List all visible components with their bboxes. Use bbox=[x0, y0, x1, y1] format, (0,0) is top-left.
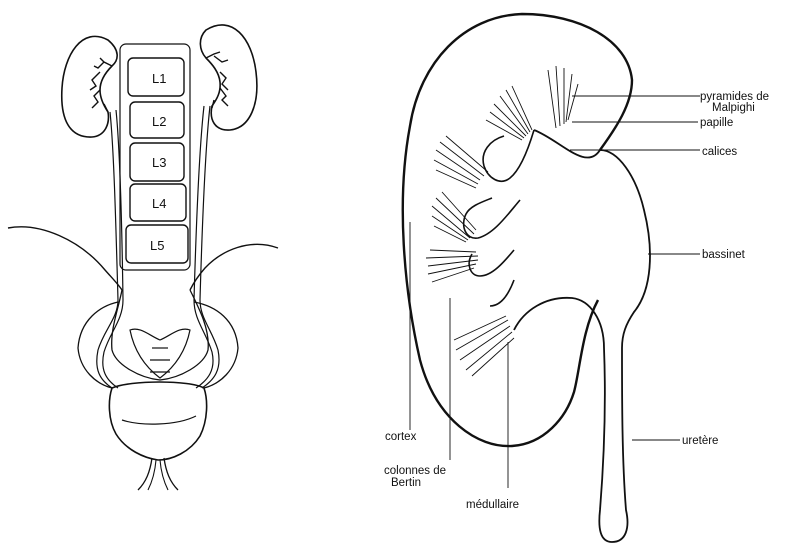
vertebra-label-l5: L5 bbox=[150, 238, 164, 253]
pyramid-1 bbox=[486, 86, 532, 140]
pyramid-3 bbox=[434, 136, 488, 188]
pyramid-4 bbox=[432, 192, 476, 242]
urinary-system-figure: L1 L2 L3 L4 L5 bbox=[8, 25, 278, 490]
renal-pelvis bbox=[514, 130, 650, 542]
vertebra-label-l4: L4 bbox=[152, 196, 166, 211]
sacrum bbox=[130, 329, 190, 378]
vertebra-label-l3: L3 bbox=[152, 155, 166, 170]
calice-upper bbox=[483, 130, 534, 181]
pelvis-left-wing bbox=[8, 227, 122, 290]
left-kidney bbox=[62, 36, 117, 137]
pelvis-left-lower bbox=[78, 348, 112, 388]
urethra-inner-left bbox=[148, 460, 156, 490]
label-uretere: uretère bbox=[682, 435, 718, 447]
pelvis-right-wing bbox=[190, 244, 278, 290]
kidney-outer-contour bbox=[403, 14, 632, 446]
calice-lower bbox=[469, 250, 514, 306]
kidney-section-figure: pyramides de Malpighi papille calices ba… bbox=[384, 14, 769, 542]
label-medullaire: médullaire bbox=[466, 499, 519, 511]
vertebra-label-l2: L2 bbox=[152, 114, 166, 129]
label-bassinet: bassinet bbox=[702, 249, 746, 261]
vertebra-label-l1: L1 bbox=[152, 71, 166, 86]
label-calices: calices bbox=[702, 146, 737, 158]
right-ureter-inner bbox=[194, 106, 213, 388]
pyramid-6 bbox=[454, 316, 514, 376]
urethra-inner-right bbox=[160, 460, 168, 490]
left-ureter-outer bbox=[97, 112, 118, 388]
label-papille: papille bbox=[700, 117, 733, 129]
label-pyramides-line2: Malpighi bbox=[712, 102, 755, 114]
label-cortex: cortex bbox=[385, 431, 417, 443]
bladder-fold bbox=[122, 416, 196, 424]
label-colonnes-line2: Bertin bbox=[391, 477, 421, 489]
pyramid-2 bbox=[548, 66, 578, 128]
label-colonnes-line1: colonnes de bbox=[384, 465, 446, 477]
pyramid-5 bbox=[426, 250, 478, 282]
leader-lines bbox=[410, 96, 700, 488]
